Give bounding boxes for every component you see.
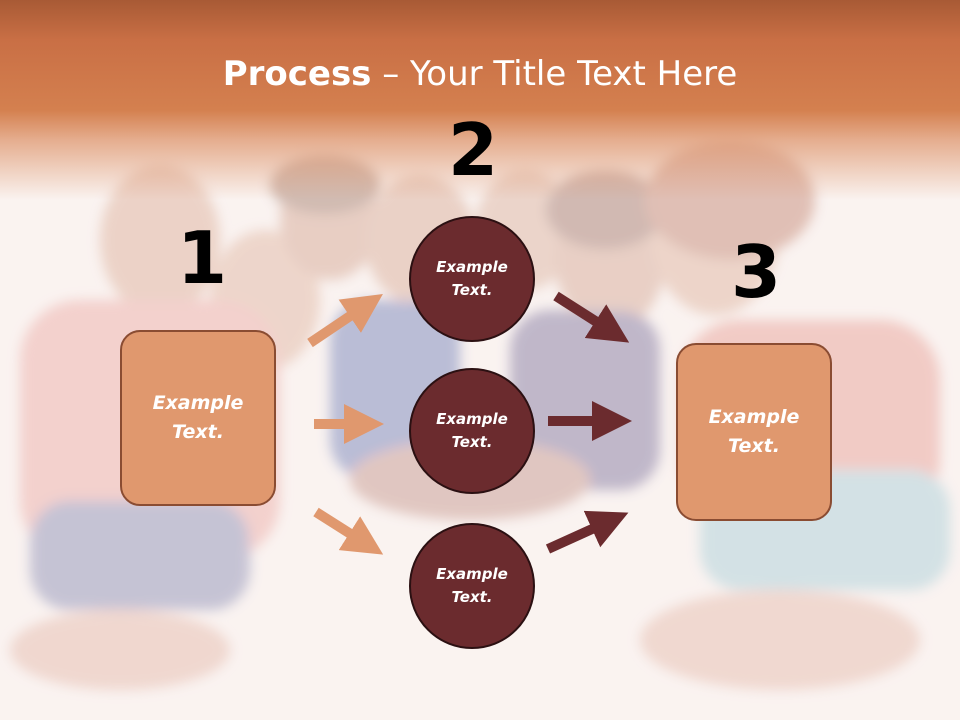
circle-top-label: Example Text. (436, 258, 508, 299)
page-title: Process – Your Title Text Here (0, 52, 960, 96)
circle-bottom-label: Example Text. (436, 565, 508, 606)
right-box-label: Example Text. (708, 406, 800, 457)
step-number-1: 1 (177, 216, 228, 300)
step-number-3: 3 (731, 230, 782, 314)
circle-bottom: Example Text. (409, 523, 535, 649)
circle-middle-label: Example Text. (436, 410, 508, 451)
circle-middle: Example Text. (409, 368, 535, 494)
header-band (0, 0, 960, 200)
circle-top: Example Text. (409, 216, 535, 342)
arrow-bottom-to-right (545, 510, 629, 554)
arrow-left-to-top (307, 293, 383, 348)
arrow-left-to-bottom (313, 507, 384, 555)
title-bold: Process (222, 54, 372, 94)
left-box-label: Example Text. (152, 392, 244, 443)
title-rest: – Your Title Text Here (371, 54, 738, 94)
right-text-box: Example Text. (676, 343, 832, 521)
left-text-box: Example Text. (120, 330, 276, 506)
arrow-top-to-right (553, 291, 630, 343)
step-number-2: 2 (448, 108, 499, 192)
